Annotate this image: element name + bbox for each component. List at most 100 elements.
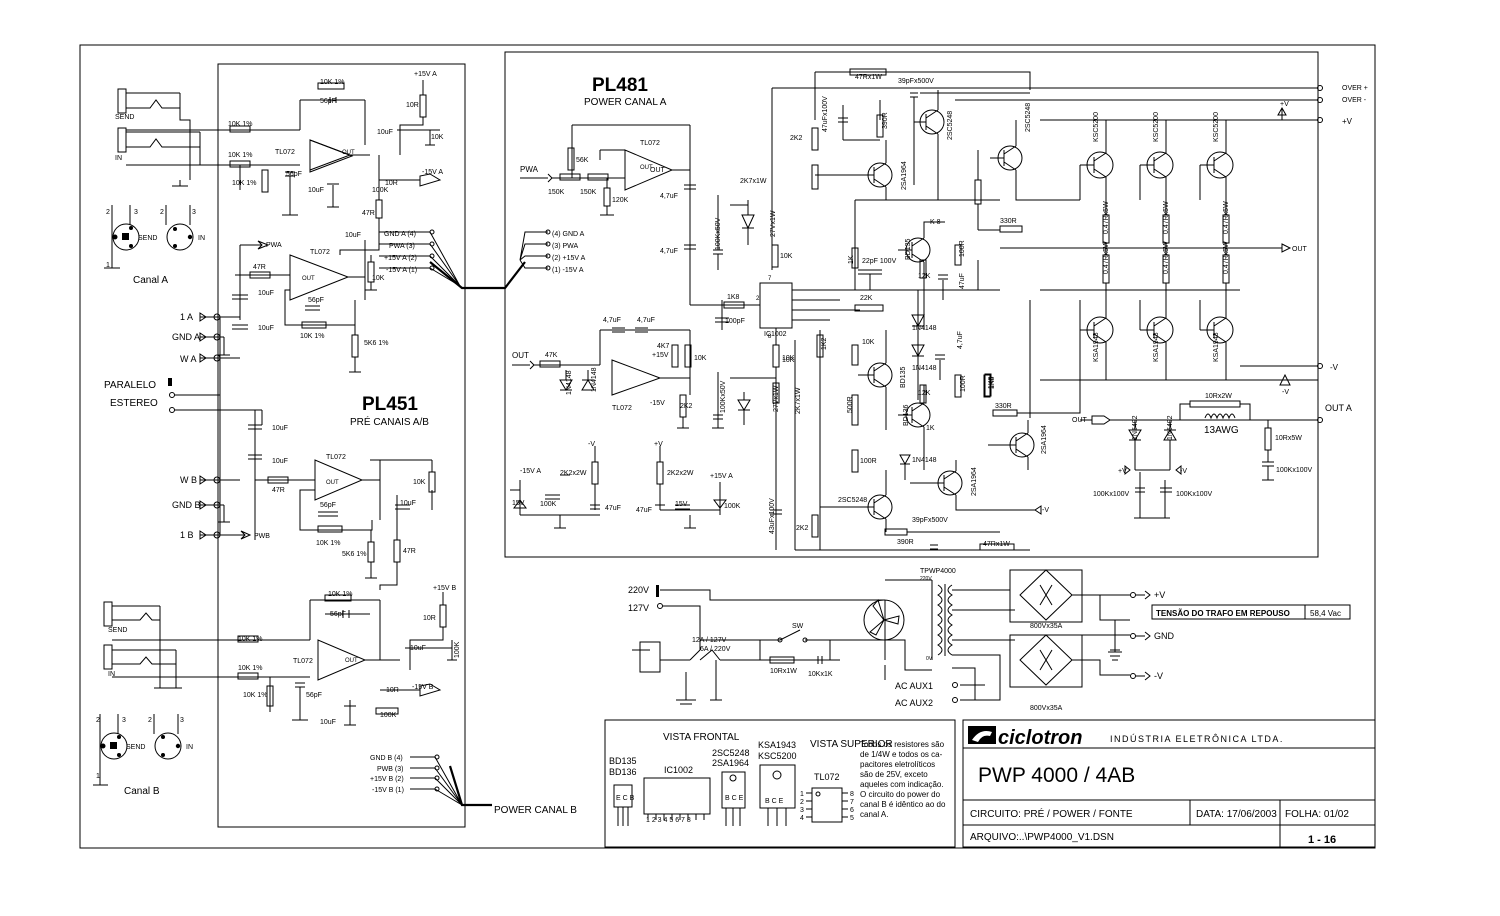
svg-text:OUT: OUT xyxy=(640,165,653,171)
svg-text:-15V A: -15V A xyxy=(520,468,541,475)
svg-text:ARQUIVO:..\PWP4000_V1.DSN: ARQUIVO:..\PWP4000_V1.DSN xyxy=(970,832,1114,843)
svg-text:0,47Rx5W: 0,47Rx5W xyxy=(1163,201,1170,234)
svg-text:13AWG: 13AWG xyxy=(1204,425,1239,436)
svg-text:TL072: TL072 xyxy=(293,658,313,665)
svg-text:10K: 10K xyxy=(862,339,875,346)
svg-text:10K 1%: 10K 1% xyxy=(243,692,268,699)
power-vas-stage: 47Rx1W 39pFx500V 2K2 2K7x1W 47uFx100V 39… xyxy=(690,68,1318,550)
svg-text:10uF: 10uF xyxy=(345,232,361,239)
svg-text:10uF: 10uF xyxy=(400,500,416,507)
power-output-network: OUT 10Rx2W 13AWG 10Rx5W 100Kx100V 1N5402… xyxy=(1072,393,1318,519)
svg-text:IC1002: IC1002 xyxy=(664,765,693,775)
svg-text:47R: 47R xyxy=(403,548,416,555)
svg-text:IN: IN xyxy=(108,671,115,678)
svg-text:canal B é idêntico ao do: canal B é idêntico ao do xyxy=(860,800,946,809)
svg-text:56pF: 56pF xyxy=(306,692,322,699)
svg-text:10uF: 10uF xyxy=(308,187,324,194)
pre-stage-b-mid: 10uF 10uF TL072 47R 56pF 10uF 10K 10K 1%… xyxy=(230,410,436,590)
svg-text:10R: 10R xyxy=(386,687,399,694)
svg-text:47R: 47R xyxy=(362,210,375,217)
terminal-block-left: 1 A GND A W A W B GND B 1 B xyxy=(172,312,240,540)
svg-text:SEND: SEND xyxy=(115,114,134,121)
svg-text:OUT: OUT xyxy=(1292,246,1308,253)
connector-a-power-input: (4) GND A (3) PWA (2) +15V A (1) -15V A xyxy=(519,229,586,274)
svg-text:0,47Rx5W: 0,47Rx5W xyxy=(1223,201,1230,234)
svg-text:PWA (3): PWA (3) xyxy=(389,243,415,250)
svg-text:12A / 127V: 12A / 127V xyxy=(692,637,727,644)
svg-text:2SC5248: 2SC5248 xyxy=(947,111,954,140)
jack-send-b: SEND xyxy=(103,601,160,634)
svg-text:1N4148: 1N4148 xyxy=(912,365,937,372)
svg-text:1N4148: 1N4148 xyxy=(912,457,937,464)
svg-text:SEND: SEND xyxy=(108,627,127,634)
svg-text:2K2x2W: 2K2x2W xyxy=(667,470,694,477)
svg-text:10uF: 10uF xyxy=(377,129,393,136)
jack-in-b: IN xyxy=(103,644,176,678)
svg-text:FOLHA: 01/02: FOLHA: 01/02 xyxy=(1285,809,1349,820)
svg-text:SW: SW xyxy=(792,623,804,630)
svg-text:800Vx35A: 800Vx35A xyxy=(1030,623,1063,630)
svg-text:BD136: BD136 xyxy=(903,404,910,426)
svg-text:KSC5200: KSC5200 xyxy=(758,751,797,761)
svg-text:de 1/4W e todos os ca-: de 1/4W e todos os ca- xyxy=(860,750,943,759)
svg-text:56pF: 56pF xyxy=(286,171,302,178)
svg-text:10K: 10K xyxy=(431,134,444,141)
svg-text:KSA1943: KSA1943 xyxy=(1093,332,1100,362)
svg-text:22K: 22K xyxy=(860,295,873,302)
svg-text:1N4148: 1N4148 xyxy=(912,325,937,332)
pre-stage-a-mid: PWA TL072 47R 10uF 56pF 10uF 10K 1% 10K … xyxy=(232,240,389,373)
svg-text:2K7x1W: 2K7x1W xyxy=(740,178,767,185)
svg-text:43uFx100V: 43uFx100V xyxy=(769,498,776,534)
svg-text:10K 1%: 10K 1% xyxy=(300,333,325,340)
svg-text:IN: IN xyxy=(186,744,193,751)
svg-text:-V: -V xyxy=(588,441,595,448)
svg-text:+V: +V xyxy=(1280,101,1289,108)
svg-text:12K: 12K xyxy=(918,273,931,280)
svg-text:-V: -V xyxy=(1180,468,1187,475)
svg-text:800Vx35A: 800Vx35A xyxy=(1030,705,1063,712)
svg-text:120K: 120K xyxy=(612,197,629,204)
svg-text:330R: 330R xyxy=(995,403,1012,410)
svg-text:Todos os resistores são: Todos os resistores são xyxy=(860,740,945,749)
power-canal-b-label: POWER CANAL B xyxy=(494,805,577,816)
paralelo-estereo-switch[interactable]: PARALELO ESTEREO xyxy=(104,378,263,425)
svg-text:1 B: 1 B xyxy=(180,530,194,540)
svg-text:56pF: 56pF xyxy=(320,502,336,509)
svg-text:150K: 150K xyxy=(548,189,565,196)
svg-text:TPWP4000: TPWP4000 xyxy=(920,568,956,575)
svg-text:330R: 330R xyxy=(1000,218,1017,225)
svg-text:BD135: BD135 xyxy=(609,756,637,766)
svg-text:100K: 100K xyxy=(724,503,741,510)
power-feedback-stage: 4,7uF 4,7uF 4K7 47K OUT +15V -15V TL072 … xyxy=(512,317,802,429)
svg-text:2: 2 xyxy=(756,296,760,302)
svg-text:-15V: -15V xyxy=(650,400,665,407)
svg-text:1K8: 1K8 xyxy=(727,294,740,301)
svg-text:ciclotron: ciclotron xyxy=(998,727,1082,749)
svg-text:pacitores eletrolíticos: pacitores eletrolíticos xyxy=(860,760,935,769)
svg-text:AC AUX1: AC AUX1 xyxy=(895,681,933,691)
svg-text:10uF: 10uF xyxy=(258,290,274,297)
svg-text:100Kx50V: 100Kx50V xyxy=(720,380,727,413)
svg-text:5K6 1%: 5K6 1% xyxy=(364,340,389,347)
model-title: PWP 4000 / 4AB xyxy=(978,764,1135,787)
svg-text:W B: W B xyxy=(180,475,197,485)
pinout-panel xyxy=(604,719,956,848)
svg-text:+15V A: +15V A xyxy=(414,71,437,78)
svg-text:10K: 10K xyxy=(782,357,795,364)
svg-text:1N4148: 1N4148 xyxy=(566,370,573,395)
svg-text:10K 1%: 10K 1% xyxy=(328,591,353,598)
svg-text:56pF: 56pF xyxy=(308,297,324,304)
svg-text:GND B (4): GND B (4) xyxy=(370,755,403,762)
svg-text:10uF: 10uF xyxy=(410,645,426,652)
svg-text:5: 5 xyxy=(850,815,854,822)
svg-text:220V: 220V xyxy=(920,576,932,582)
svg-text:1 A: 1 A xyxy=(180,312,193,322)
pl451-subtitle: PRÉ CANAIS A/B xyxy=(350,415,429,428)
svg-text:1K8: 1K8 xyxy=(989,376,996,389)
svg-text:TL072: TL072 xyxy=(310,249,330,256)
svg-text:PWB: PWB xyxy=(254,533,270,540)
svg-text:2K7x1W: 2K7x1W xyxy=(795,387,802,414)
svg-text:B C E: B C E xyxy=(725,795,744,802)
svg-text:(1) -15V A: (1) -15V A xyxy=(552,267,584,274)
